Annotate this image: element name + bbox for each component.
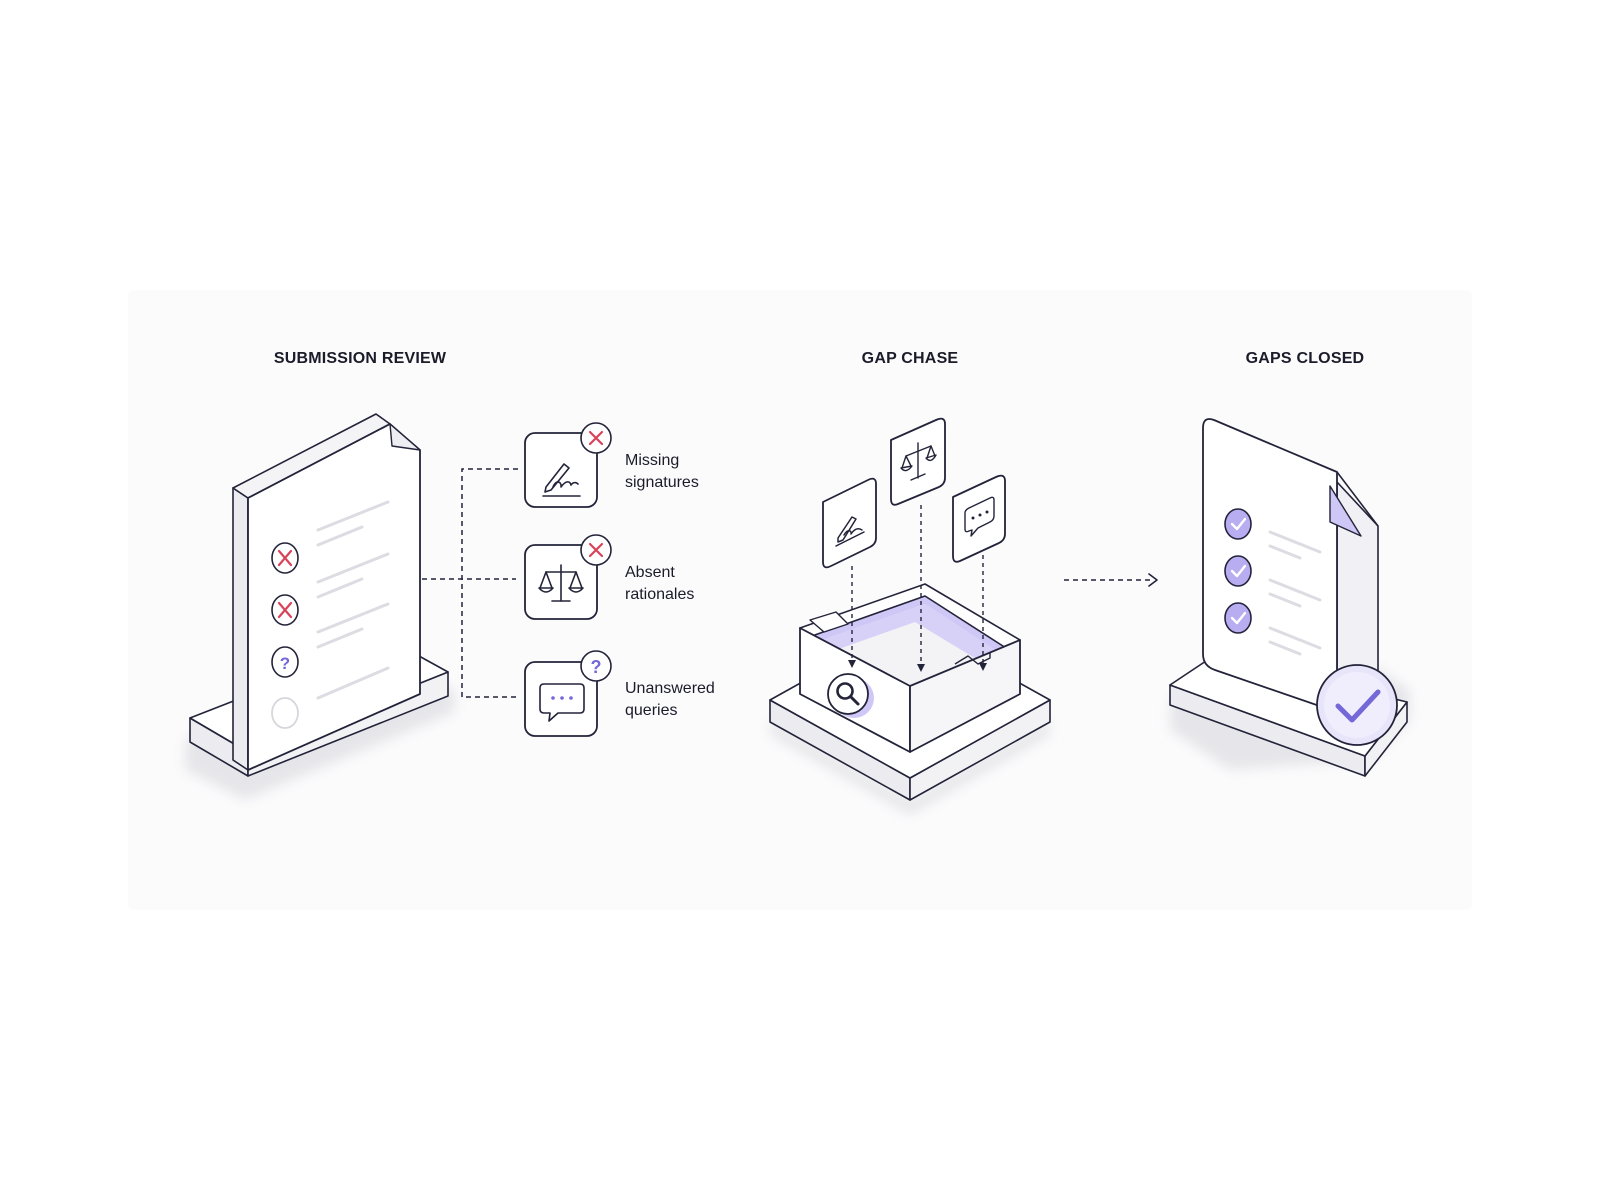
failed-check-icon xyxy=(271,594,299,626)
issue-card-queries: ? xyxy=(524,650,612,737)
signature-icon xyxy=(835,516,865,547)
question-mark-icon: ? xyxy=(580,650,612,682)
scales-icon xyxy=(900,442,937,481)
x-mark-icon xyxy=(580,534,612,566)
stage-title-submission-review: SUBMISSION REVIEW xyxy=(273,350,447,367)
progress-arrow xyxy=(1064,573,1158,587)
failed-check-icon xyxy=(271,542,299,574)
issue-label-line: Unanswered xyxy=(625,680,715,697)
speech-bubble-icon xyxy=(964,496,995,537)
issue-connectors xyxy=(422,468,518,698)
stage-title-gaps-closed: GAPS CLOSED xyxy=(1245,350,1365,367)
completed-check-icon xyxy=(1224,555,1252,587)
empty-check-icon xyxy=(271,697,299,729)
submission-document xyxy=(185,413,455,800)
issue-label-line: signatures xyxy=(625,474,699,491)
issue-label-line: Absent xyxy=(625,564,675,581)
completed-check-icon xyxy=(1224,602,1252,634)
pending-question-icon: ? xyxy=(271,646,299,678)
approved-checkmark-icon xyxy=(1316,664,1398,746)
x-mark-icon xyxy=(580,422,612,454)
drop-arrows xyxy=(851,505,984,666)
gap-chase-tray xyxy=(769,583,1051,815)
signature-icon xyxy=(542,463,581,497)
floating-signature-card xyxy=(822,477,877,569)
issue-label-rationales: Absent rationales xyxy=(625,562,694,606)
stage-title-gap-chase: GAP CHASE xyxy=(861,350,959,367)
issue-label-signatures: Missing signatures xyxy=(625,450,699,494)
svg-text:?: ? xyxy=(280,654,290,673)
completed-check-icon xyxy=(1224,508,1252,540)
svg-text:?: ? xyxy=(591,657,602,677)
floating-scales-card xyxy=(890,417,946,506)
issue-label-queries: Unanswered queries xyxy=(625,678,715,722)
floating-speech-card xyxy=(952,474,1006,563)
scales-icon xyxy=(538,564,584,602)
search-icon xyxy=(827,673,874,718)
issue-label-line: rationales xyxy=(625,586,695,603)
speech-bubble-icon xyxy=(539,683,585,722)
issue-label-line: Missing xyxy=(625,452,680,469)
issue-card-rationales xyxy=(524,534,612,620)
issue-label-line: queries xyxy=(625,702,678,719)
issue-card-signatures xyxy=(524,422,612,508)
